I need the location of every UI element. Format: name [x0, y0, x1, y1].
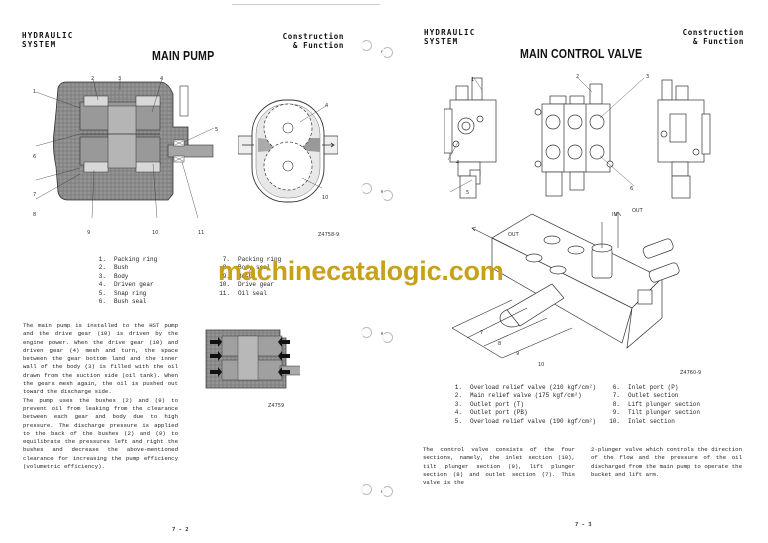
valve-callout-1: 1	[471, 77, 475, 83]
parts-list-item: 7.Outlet section	[612, 392, 679, 400]
valve-callout-2: 2	[576, 74, 580, 80]
parts-list-item: 6.Inlet port (P)	[612, 384, 679, 391]
right-page: HYDRAULIC SYSTEM Construction & Function…	[382, 0, 768, 543]
punch-hole	[382, 332, 393, 343]
figure-code: Z4759	[268, 403, 285, 409]
parts-list-item: 2.Bush	[98, 264, 129, 272]
gear-callout-10: 10	[322, 195, 329, 201]
parts-list-item: 4.Driven gear	[98, 281, 154, 289]
page-title: MAIN CONTROL VALVE	[520, 47, 643, 61]
callout-9: 9	[87, 230, 91, 236]
pump-pressure-balance-diagram	[205, 329, 300, 389]
parts-list-col1: 1.Packing ring 2.Bush 3.Body 4.Driven ge…	[88, 256, 157, 306]
watermark: machinecatalogic.com	[218, 256, 504, 286]
valve-callout-3: 3	[646, 74, 650, 80]
callout-1: 1	[33, 89, 37, 95]
parts-list-item: 2.Main relief valve (175 kgf/cm²)	[454, 392, 582, 400]
callout-10: 10	[152, 230, 159, 236]
left-page: HYDRAULIC SYSTEM Construction & Function…	[22, 4, 383, 533]
out-port-label-top: OUT	[632, 208, 643, 214]
callout-4: 4	[160, 76, 164, 82]
valve-callout-4: 4	[456, 160, 460, 166]
parts-list-item: 6.Bush seal	[98, 298, 147, 306]
section-header-line1: HYDRAULIC	[22, 31, 74, 40]
parts-list-item: 5.Overload relief valve (190 kgf/cm²)	[454, 417, 597, 425]
section-callout-9: 9	[516, 351, 520, 357]
punch-hole	[361, 40, 372, 51]
paragraph: The pump uses the bushes (2) and (9) to …	[23, 396, 178, 471]
figure-code: Z4760-9	[680, 370, 702, 376]
in-port-label: IN	[612, 212, 618, 218]
parts-list-item: 3.Body	[98, 272, 129, 280]
parts-list-item: 10.Inlet section	[609, 417, 675, 425]
section-header-line2: SYSTEM	[424, 37, 459, 46]
category-header-line1: Construction	[282, 32, 344, 41]
callout-2: 2	[91, 76, 95, 82]
page-title: MAIN PUMP	[152, 49, 215, 63]
parts-list-item: 3.Outlet port (T)	[454, 400, 525, 408]
top-rule	[232, 4, 380, 5]
parts-list-item: 4.Outlet port (PB)	[454, 409, 528, 417]
section-header: HYDRAULIC SYSTEM	[22, 31, 73, 49]
main-pump-cross-section-diagram	[35, 78, 215, 219]
callout-11: 11	[198, 230, 205, 236]
body-text: The main pump is installed to the HST pu…	[23, 322, 178, 471]
valve-callout-6: 6	[630, 186, 634, 192]
category-header: Construction & Function	[683, 28, 744, 46]
gear-callout-4: 4	[325, 103, 329, 109]
out-port-label-left: OUT	[508, 232, 519, 238]
category-header-line2: & Function	[292, 41, 344, 50]
section-callout-10: 10	[538, 362, 545, 368]
valve-callout-5: 5	[466, 190, 470, 196]
figure-code: Z4758-9	[318, 232, 340, 238]
punch-hole	[382, 190, 393, 201]
page-number: 7 - 3	[575, 522, 592, 528]
parts-list-item: 8.Body seal	[222, 264, 271, 272]
control-valve-isometric-diagram	[452, 211, 680, 359]
punch-hole	[361, 183, 372, 194]
body-text-col2: 2-plunger valve which controls the direc…	[591, 446, 742, 479]
punch-hole	[382, 47, 393, 58]
valve-parts-list-col1: 1.Overload relief valve (210 kgf/cm²) 2.…	[444, 384, 596, 426]
section-callout-8: 8	[498, 341, 502, 347]
callout-6: 6	[33, 154, 37, 160]
category-header-line2: & Function	[692, 37, 744, 46]
parts-list-item: 5.Snap ring	[98, 289, 147, 297]
parts-list-item: 11.Oil seal	[219, 289, 267, 297]
callout-8: 8	[33, 212, 37, 218]
callout-7: 7	[33, 192, 37, 198]
punch-hole	[361, 484, 372, 495]
section-header-line1: HYDRAULIC	[424, 28, 476, 37]
punch-hole	[382, 486, 393, 497]
control-valve-views-diagram	[444, 77, 711, 199]
section-header-line2: SYSTEM	[22, 40, 57, 49]
parts-list-item: 9.Bush	[222, 272, 253, 280]
callout-5: 5	[215, 127, 219, 133]
parts-list-item: 1.Packing ring	[98, 256, 158, 263]
category-header: Construction & Function	[283, 32, 344, 50]
parts-list-col2: 7.Packing ring 8.Body seal 9.Bush 10.Dri…	[212, 256, 281, 298]
punch-hole	[361, 327, 372, 338]
parts-list-item: 10.Drive gear	[219, 281, 275, 289]
valve-parts-list-col2: 6.Inlet port (P) 7.Outlet section 8.Lift…	[602, 384, 700, 426]
category-header-line1: Construction	[682, 28, 744, 37]
page-number: 7 - 2	[172, 527, 189, 533]
callout-3: 3	[118, 76, 122, 82]
section-header: HYDRAULIC SYSTEM	[424, 28, 475, 46]
body-text-col1: The control valve consists of the four s…	[423, 446, 575, 487]
paragraph: 2-plunger valve which controls the direc…	[591, 446, 742, 478]
parts-list-item: 1.Overload relief valve (210 kgf/cm²)	[454, 384, 597, 391]
parts-list-item: 9.Tilt plunger section	[612, 409, 701, 417]
paragraph: The main pump is installed to the HST pu…	[23, 322, 178, 396]
section-callout-7: 7	[480, 330, 484, 336]
gear-mesh-diagram	[238, 99, 338, 203]
parts-list-item: 7.Packing ring	[222, 256, 282, 263]
paragraph: The control valve consists of the four s…	[423, 446, 575, 487]
parts-list-item: 8.Lift plunger section	[612, 400, 701, 408]
